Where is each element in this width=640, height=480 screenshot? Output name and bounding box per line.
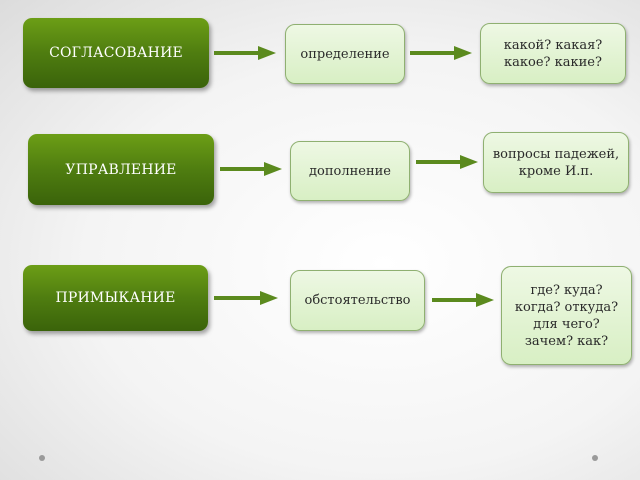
type-label: СОГЛАСОВАНИЕ [49, 45, 183, 61]
member-label: дополнение [309, 163, 391, 179]
sentence-member-box: обстоятельство [290, 270, 425, 331]
arrow-icon [416, 155, 478, 169]
decorative-dot [39, 455, 45, 461]
arrow-icon [214, 46, 276, 60]
sentence-member-box: определение [285, 24, 405, 84]
arrow-icon [214, 291, 278, 305]
type-label: ПРИМЫКАНИЕ [55, 290, 176, 306]
question-line: вопросы падежей, [492, 146, 620, 162]
question-line: зачем? как? [524, 333, 609, 349]
question-line: какой? какая? [503, 37, 603, 53]
arrow-icon [220, 162, 282, 176]
questions-box: где? куда? когда? откуда? для чего? заче… [501, 266, 632, 365]
decorative-dot [592, 455, 598, 461]
connection-type-adjacency: ПРИМЫКАНИЕ [23, 265, 208, 331]
arrow-icon [432, 293, 494, 307]
type-label: УПРАВЛЕНИЕ [65, 161, 177, 178]
question-line: для чего? [533, 316, 600, 332]
questions-box: какой? какая? какое? какие? [480, 23, 626, 84]
question-line: когда? откуда? [514, 299, 619, 315]
member-label: обстоятельство [304, 293, 411, 308]
questions-box: вопросы падежей, кроме И.п. [483, 132, 629, 193]
question-line: кроме И.п. [518, 163, 594, 179]
member-label: определение [300, 46, 390, 62]
connection-type-government: УПРАВЛЕНИЕ [28, 134, 214, 205]
sentence-member-box: дополнение [290, 141, 410, 201]
question-line: какое? какие? [504, 54, 602, 70]
arrow-icon [410, 46, 472, 60]
question-line: где? куда? [530, 282, 603, 298]
connection-type-agreement: СОГЛАСОВАНИЕ [23, 18, 209, 88]
